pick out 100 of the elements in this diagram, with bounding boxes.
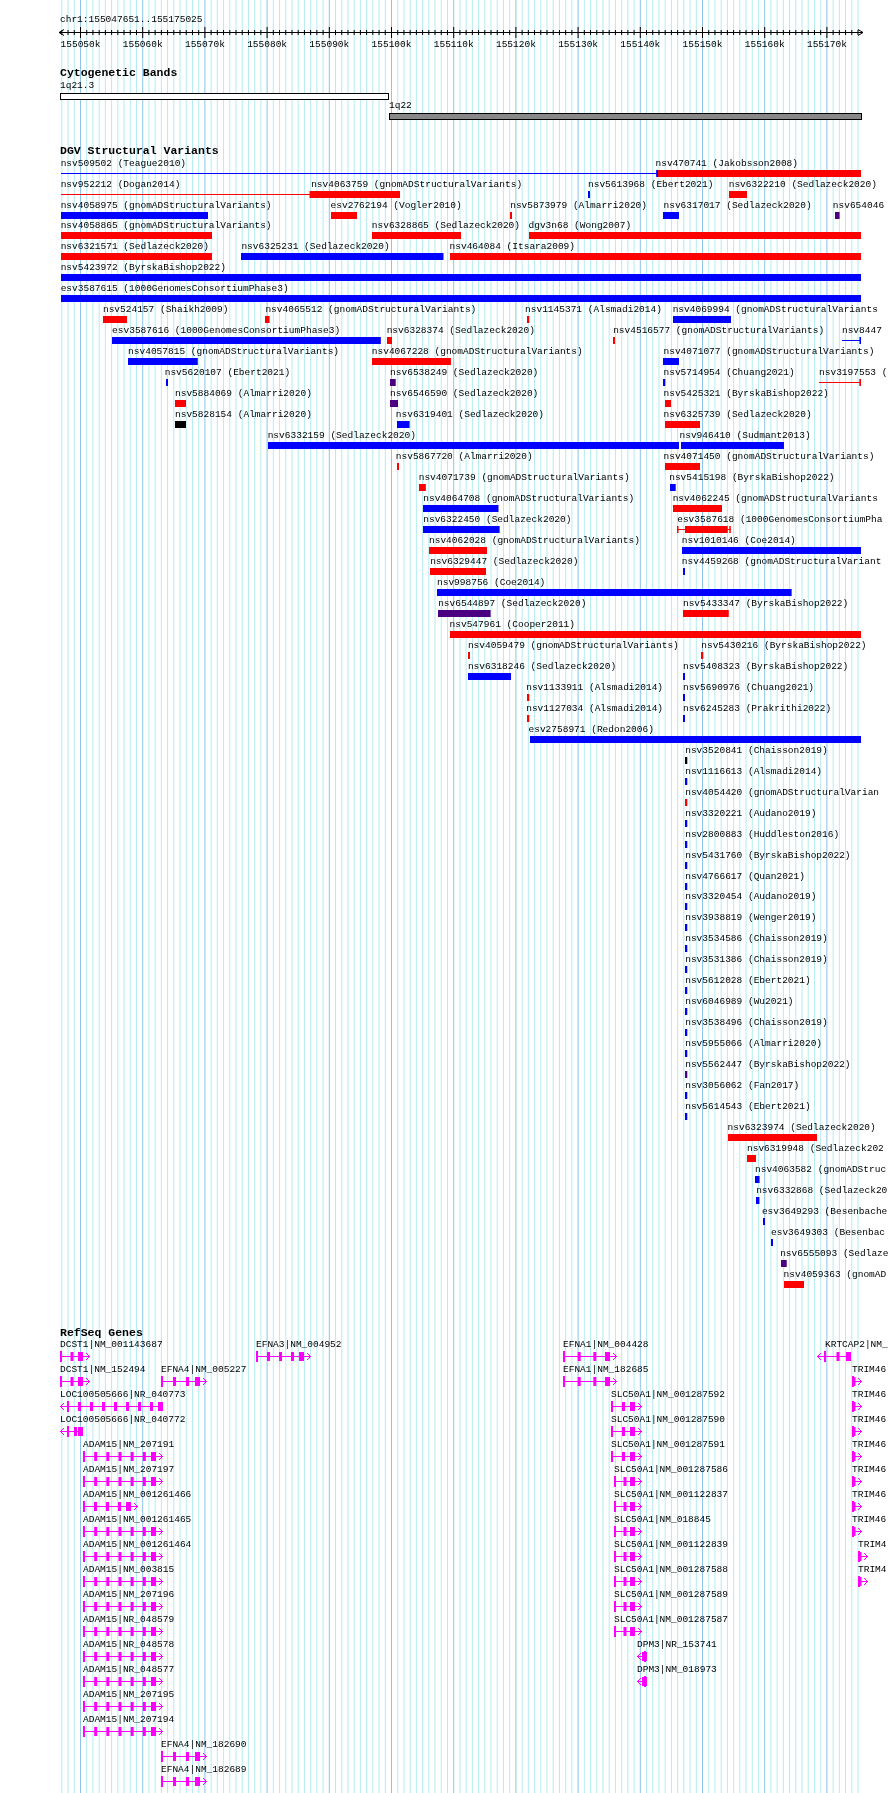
variant-label: esv3587618 (1000GenomesConsortiumPha <box>677 514 883 526</box>
gene-label: ADAM15|NR_048577 <box>83 1664 175 1675</box>
gene-label: ADAM15|NM_001261466 <box>83 1489 192 1500</box>
variant-label: nsv4071450 (gnomADStructuralVariants) <box>663 451 875 463</box>
gene-label: TRIM46 <box>852 1414 887 1425</box>
variant-label: nsv6317017 (Sedlazeck2020) <box>663 199 812 211</box>
variant-label: nsv4062245 (gnomADStructuralVariants <box>672 493 878 505</box>
axis-tick-label: 155160k <box>744 39 785 50</box>
variant-label: nsv4516577 (gnomADStructuralVariants) <box>613 325 825 337</box>
axis-tick-label: 155110k <box>433 39 474 50</box>
variant-label: nsv5828154 (Almarri2020) <box>175 409 312 421</box>
gene-label: SLC50A1|NM_001287587 <box>614 1614 729 1625</box>
variant-label: nsv6319948 (Sedlazeck202 <box>747 1143 884 1155</box>
variant-label: nsv654046 <box>832 199 885 211</box>
variant-label: nsv5955066 (Almarri2020) <box>685 1038 823 1050</box>
variant-label: nsv5431760 (ByrskaBishop2022) <box>685 849 851 861</box>
axis-tick-label: 155170k <box>806 39 847 50</box>
variant-label: nsv946410 (Sudmant2013) <box>679 430 811 442</box>
gene-label: SLC50A1|NM_001122839 <box>614 1539 729 1550</box>
variant-label: nsv6325739 (Sedlazeck2020) <box>663 409 812 421</box>
variant-label: nsv3056062 (Fan2017) <box>685 1080 800 1092</box>
variant-label: nsv1133911 (Alsmadi2014) <box>526 681 664 693</box>
variant-label: nsv3320221 (Audano2019) <box>685 807 817 819</box>
gene-label: EFNA4|NM_182689 <box>161 1764 247 1775</box>
variant-label: nsv4071739 (gnomADStructuralVariants) <box>418 472 630 484</box>
variant-label: nsv6325231 (Sedlazeck2020) <box>241 241 391 253</box>
gene-label: TRIM46 <box>852 1439 887 1450</box>
gene-label: ADAM15|NM_003815 <box>83 1564 175 1575</box>
variant-label: nsv6321571 (Sedlazeck2020) <box>60 241 210 253</box>
variant-label: nsv5423972 (ByrskaBishop2022) <box>60 262 227 274</box>
variant-label: nsv6544897 (Sedlazeck2020) <box>438 597 587 609</box>
variant-label: nsv470741 (Jakobsson2008) <box>655 157 799 169</box>
variant-label: nsv1116613 (Alsmadi2014) <box>685 765 823 777</box>
variant-label: nsv5884069 (Almarri2020) <box>175 388 312 400</box>
gene-label: TRIM46 <box>852 1464 887 1475</box>
variant-label: nsv5415198 (ByrskaBishop2022) <box>669 472 835 484</box>
variant-label: nsv5714954 (Chuang2021) <box>663 367 795 379</box>
axis-tick-label: 155150k <box>682 39 723 50</box>
variant-label: nsv952212 (Dogan2014) <box>60 178 182 190</box>
gene-label: TRIM4 <box>858 1564 887 1575</box>
gene-label: SLC50A1|NM_001287589 <box>614 1589 729 1600</box>
variant-label: esv2758971 (Redon2006) <box>528 723 655 735</box>
variant-label: nsv4059363 (gnomAD <box>783 1268 887 1280</box>
variant-label: nsv4059479 (gnomADStructuralVariants) <box>467 639 679 651</box>
variant-label: nsv4067228 (gnomADStructuralVariants) <box>371 346 583 358</box>
variant-label: esv3587616 (1000GenomesConsortiumPhase3) <box>112 325 342 337</box>
variant-label: nsv5612028 (Ebert2021) <box>685 975 811 987</box>
variant-label: nsv6332868 (Sedlazeck20 <box>756 1185 888 1197</box>
variant-label: nsv5620107 (Ebert2021) <box>164 367 291 379</box>
gene-label: TRIM46 <box>852 1489 887 1500</box>
variant-label: nsv4063582 (gnomADStruc <box>755 1164 887 1176</box>
gene-label: EFNA3|NM_004952 <box>256 1339 342 1350</box>
variant-label: nsv547961 (Cooper2011) <box>449 618 576 630</box>
axis-tick-label: 155050k <box>60 39 101 50</box>
gene-label: ADAM15|NR_048578 <box>83 1639 175 1650</box>
variant-label: nsv5433347 (ByrskaBishop2022) <box>682 597 849 609</box>
gene-label: SLC50A1|NM_018845 <box>614 1514 711 1525</box>
variant-label: nsv3534586 (Chaisson2019) <box>685 933 828 945</box>
variant-label: nsv6538249 (Sedlazeck2020) <box>390 367 539 379</box>
variant-label: esv3649303 (Besenbac <box>771 1227 886 1238</box>
track-heading: DGV Structural Variants <box>60 145 219 156</box>
band-label: 1q21.3 <box>60 80 96 91</box>
variant-label: nsv4065512 (gnomADStructuralVariants) <box>265 304 477 316</box>
variant-label: nsv3520841 (Chaisson2019) <box>685 744 828 756</box>
variant-label: nsv5690976 (Chuang2021) <box>682 681 815 693</box>
variant-label: nsv5562447 (ByrskaBishop2022) <box>685 1059 851 1071</box>
gene-label: SLC50A1|NM_001287592 <box>611 1389 726 1400</box>
variant-label: nsv3197553 ( <box>819 367 888 379</box>
variant-label: nsv4064708 (gnomADStructuralVariants) <box>423 493 635 505</box>
gene-label: TRIM46 <box>852 1514 887 1525</box>
variant-label: nsv6322210 (Sedlazeck2020) <box>728 178 877 190</box>
gene-label: DPM3|NR_153741 <box>637 1639 717 1650</box>
gene-label: ADAM15|NM_001261464 <box>83 1539 192 1550</box>
variant-label: nsv5430216 (ByrskaBishop2022) <box>701 639 867 651</box>
gene-label: EFNA1|NM_182685 <box>563 1364 649 1375</box>
gene-label: LOC100505666|NR_040773 <box>60 1389 186 1400</box>
variant-label: nsv4766617 (Quan2021) <box>685 870 805 882</box>
gene-label: SLC50A1|NM_001287590 <box>611 1414 726 1425</box>
variant-label: nsv5867720 (Almarri2020) <box>395 451 533 463</box>
axis-tick-label: 155070k <box>184 39 225 50</box>
gene-label: ADAM15|NR_048579 <box>83 1614 175 1625</box>
variant-label: nsv5873979 (Almarri2020) <box>510 199 648 211</box>
variant-label: esv2762194 (Vogler2010) <box>330 199 462 211</box>
variant-label: nsv6328865 (Sedlazeck2020) <box>371 220 520 232</box>
axis-tick-label: 155120k <box>495 39 536 50</box>
variant-label: nsv4058865 (gnomADStructuralVariants) <box>60 220 272 232</box>
gene-label: TRIM46 <box>852 1389 887 1400</box>
variant-label: nsv6328374 (Sedlazeck2020) <box>386 325 535 337</box>
axis-tick-label: 155130k <box>558 39 599 50</box>
variant-label: nsv6322450 (Sedlazeck2020) <box>423 514 572 526</box>
variant-label: nsv509502 (Teague2010) <box>60 157 188 169</box>
variant-label: nsv1127034 (Alsmadi2014) <box>526 702 664 714</box>
variant-label: esv3587615 (1000GenomesConsortiumPhase3) <box>60 283 290 295</box>
gene-label: SLC50A1|NM_001287586 <box>614 1464 729 1475</box>
gene-label: SLC50A1|NM_001287588 <box>614 1564 729 1575</box>
variant-label: nsv4058975 (gnomADStructuralVariants) <box>60 199 272 211</box>
variant-label: nsv1145371 (Alsmadi2014) <box>525 304 662 316</box>
gene-label: DCST1|NM_001143687 <box>60 1339 163 1350</box>
variant-label: nsv5408323 (ByrskaBishop2022) <box>682 660 849 672</box>
variant-label: nsv6318246 (Sedlazeck2020) <box>467 660 617 672</box>
